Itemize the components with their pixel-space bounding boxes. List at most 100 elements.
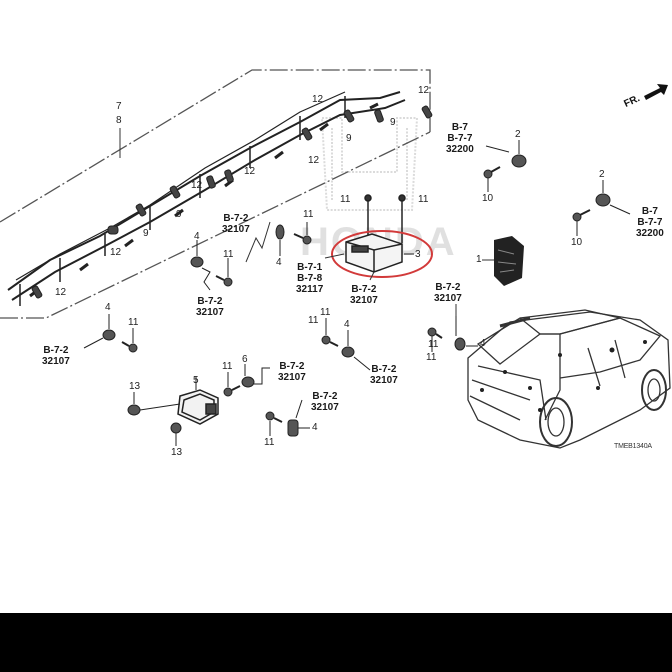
- callout-4: 4: [480, 338, 486, 349]
- impact-sensor-2a: [485, 140, 527, 168]
- callout-11: 11: [418, 194, 429, 205]
- callout-4: 4: [312, 422, 318, 433]
- ref-label-32107-center[interactable]: B-7-2 32107: [370, 364, 398, 386]
- callout-11: 11: [303, 209, 314, 220]
- curtain-airbag: [7, 91, 406, 306]
- nuts-13: [127, 392, 182, 446]
- bolt-11a: [215, 258, 233, 287]
- callout-1: 1: [476, 254, 482, 265]
- callout-8: 8: [116, 115, 122, 126]
- ref-label-32117[interactable]: B-7-1 B-7-8 32117: [296, 262, 323, 295]
- callout-9: 9: [390, 117, 396, 128]
- ref-line: B-7-2: [312, 391, 338, 402]
- bolt-11e: [427, 327, 443, 352]
- honda-watermark-logo: [320, 117, 419, 211]
- ref-line: 32107: [42, 356, 70, 367]
- callout-10: 10: [571, 237, 583, 248]
- vehicle-illustration: [467, 309, 671, 449]
- bolt-11c: [121, 328, 138, 353]
- srs-control-module: [345, 233, 414, 273]
- ref-line: B-7-2: [43, 345, 69, 356]
- knee-airbag-part-5: [139, 376, 219, 425]
- ref-line: B-7-2: [223, 213, 249, 224]
- ref-label-32107-knee[interactable]: B-7-2 32107: [278, 361, 306, 383]
- callout-12: 12: [110, 247, 122, 258]
- bolt-12b: [107, 225, 119, 235]
- ref-line: B-7-2: [371, 364, 397, 375]
- callout-4: 4: [344, 319, 350, 330]
- ref-label-32107-right[interactable]: B-7-2 32107: [434, 282, 462, 304]
- bottom-black-bar: [0, 613, 672, 672]
- vehicle-sensor-points: [480, 340, 647, 412]
- ref-line: 32107: [278, 372, 306, 383]
- callout-9: 9: [176, 209, 182, 220]
- group-outline: [0, 69, 431, 319]
- ref-label-32107[interactable]: B-7-2 32107: [222, 213, 250, 235]
- ref-label-32107-far-left[interactable]: B-7-2 32107: [42, 345, 70, 367]
- ref-label-32200-left[interactable]: B-7 B-7-7 32200: [446, 122, 474, 155]
- callout-12: 12: [312, 94, 324, 105]
- callout-12: 12: [55, 287, 67, 298]
- front-airbag-part-1: [482, 236, 524, 286]
- ref-line: B-7-2: [197, 296, 223, 307]
- bolt-9a: [135, 203, 147, 217]
- sensor-4f: [454, 316, 478, 351]
- ref-line: B-7-1: [297, 262, 323, 273]
- diagram-code: TMEB1340A: [614, 443, 652, 450]
- callout-12: 12: [244, 166, 256, 177]
- impact-sensor-2b: [595, 180, 631, 215]
- highlight-ellipse: [331, 230, 433, 278]
- callout-13: 13: [129, 381, 141, 392]
- ref-line: B-7-2: [279, 361, 305, 372]
- callout-4: 4: [105, 302, 111, 313]
- callout-5: 5: [193, 375, 199, 386]
- ref-line: 32107: [350, 295, 378, 306]
- ref-line: B-7-8: [297, 273, 323, 284]
- callout-13: 13: [171, 447, 183, 458]
- ref-line: B-7-7: [637, 217, 663, 228]
- bolt-11g: [265, 411, 283, 436]
- diagram-drawing: HONDA: [0, 69, 671, 449]
- bolt-12c: [206, 175, 216, 189]
- ref-line: B-7-7: [447, 133, 473, 144]
- ref-line: 32107: [311, 402, 339, 413]
- callout-11: 11: [223, 249, 234, 260]
- sensor-4a: [190, 240, 211, 291]
- callout-12: 12: [308, 155, 320, 166]
- ref-label-32107-module[interactable]: B-7-2 32107: [350, 284, 378, 306]
- ref-line: B-7: [451, 122, 468, 133]
- callout-9: 9: [143, 228, 149, 239]
- reference-leaders: [324, 253, 457, 316]
- callout-4: 4: [276, 257, 282, 268]
- callout-3: 3: [415, 249, 421, 260]
- bolt-11f: [223, 372, 241, 397]
- ref-line: 32107: [434, 293, 462, 304]
- ref-line: 32107: [196, 307, 224, 318]
- bolt-9b: [169, 185, 181, 199]
- sensor-4e: [341, 330, 371, 371]
- callout-11: 11: [426, 352, 437, 363]
- ref-label-32200-right[interactable]: B-7 B-7-7 32200: [636, 206, 664, 239]
- callout-6: 6: [242, 354, 248, 365]
- callout-12: 12: [418, 85, 430, 96]
- sensor-4c: [83, 314, 116, 349]
- callout-11: 11: [264, 437, 275, 448]
- sensor-4g: [287, 399, 310, 437]
- bolt-9d: [374, 109, 384, 123]
- callout-7: 7: [116, 101, 122, 112]
- ref-line: 32200: [636, 228, 664, 239]
- callout-11: 11: [340, 194, 351, 205]
- ref-line: 32117: [296, 284, 324, 295]
- ref-line: B-7: [641, 206, 658, 217]
- ref-line: 32107: [222, 224, 250, 235]
- ref-label-32107-lower[interactable]: B-7-2 32107: [311, 391, 339, 413]
- ref-line: B-7-2: [435, 282, 461, 293]
- bolt-10a: [483, 166, 501, 192]
- callout-10: 10: [482, 193, 494, 204]
- bolt-12d: [224, 169, 234, 183]
- ref-label-32107-left-mid[interactable]: B-7-2 32107: [196, 296, 224, 318]
- bolt-12f: [421, 105, 433, 119]
- callout-11: 11: [222, 361, 233, 372]
- callout-9: 9: [346, 133, 352, 144]
- callout-11: 11: [320, 307, 331, 318]
